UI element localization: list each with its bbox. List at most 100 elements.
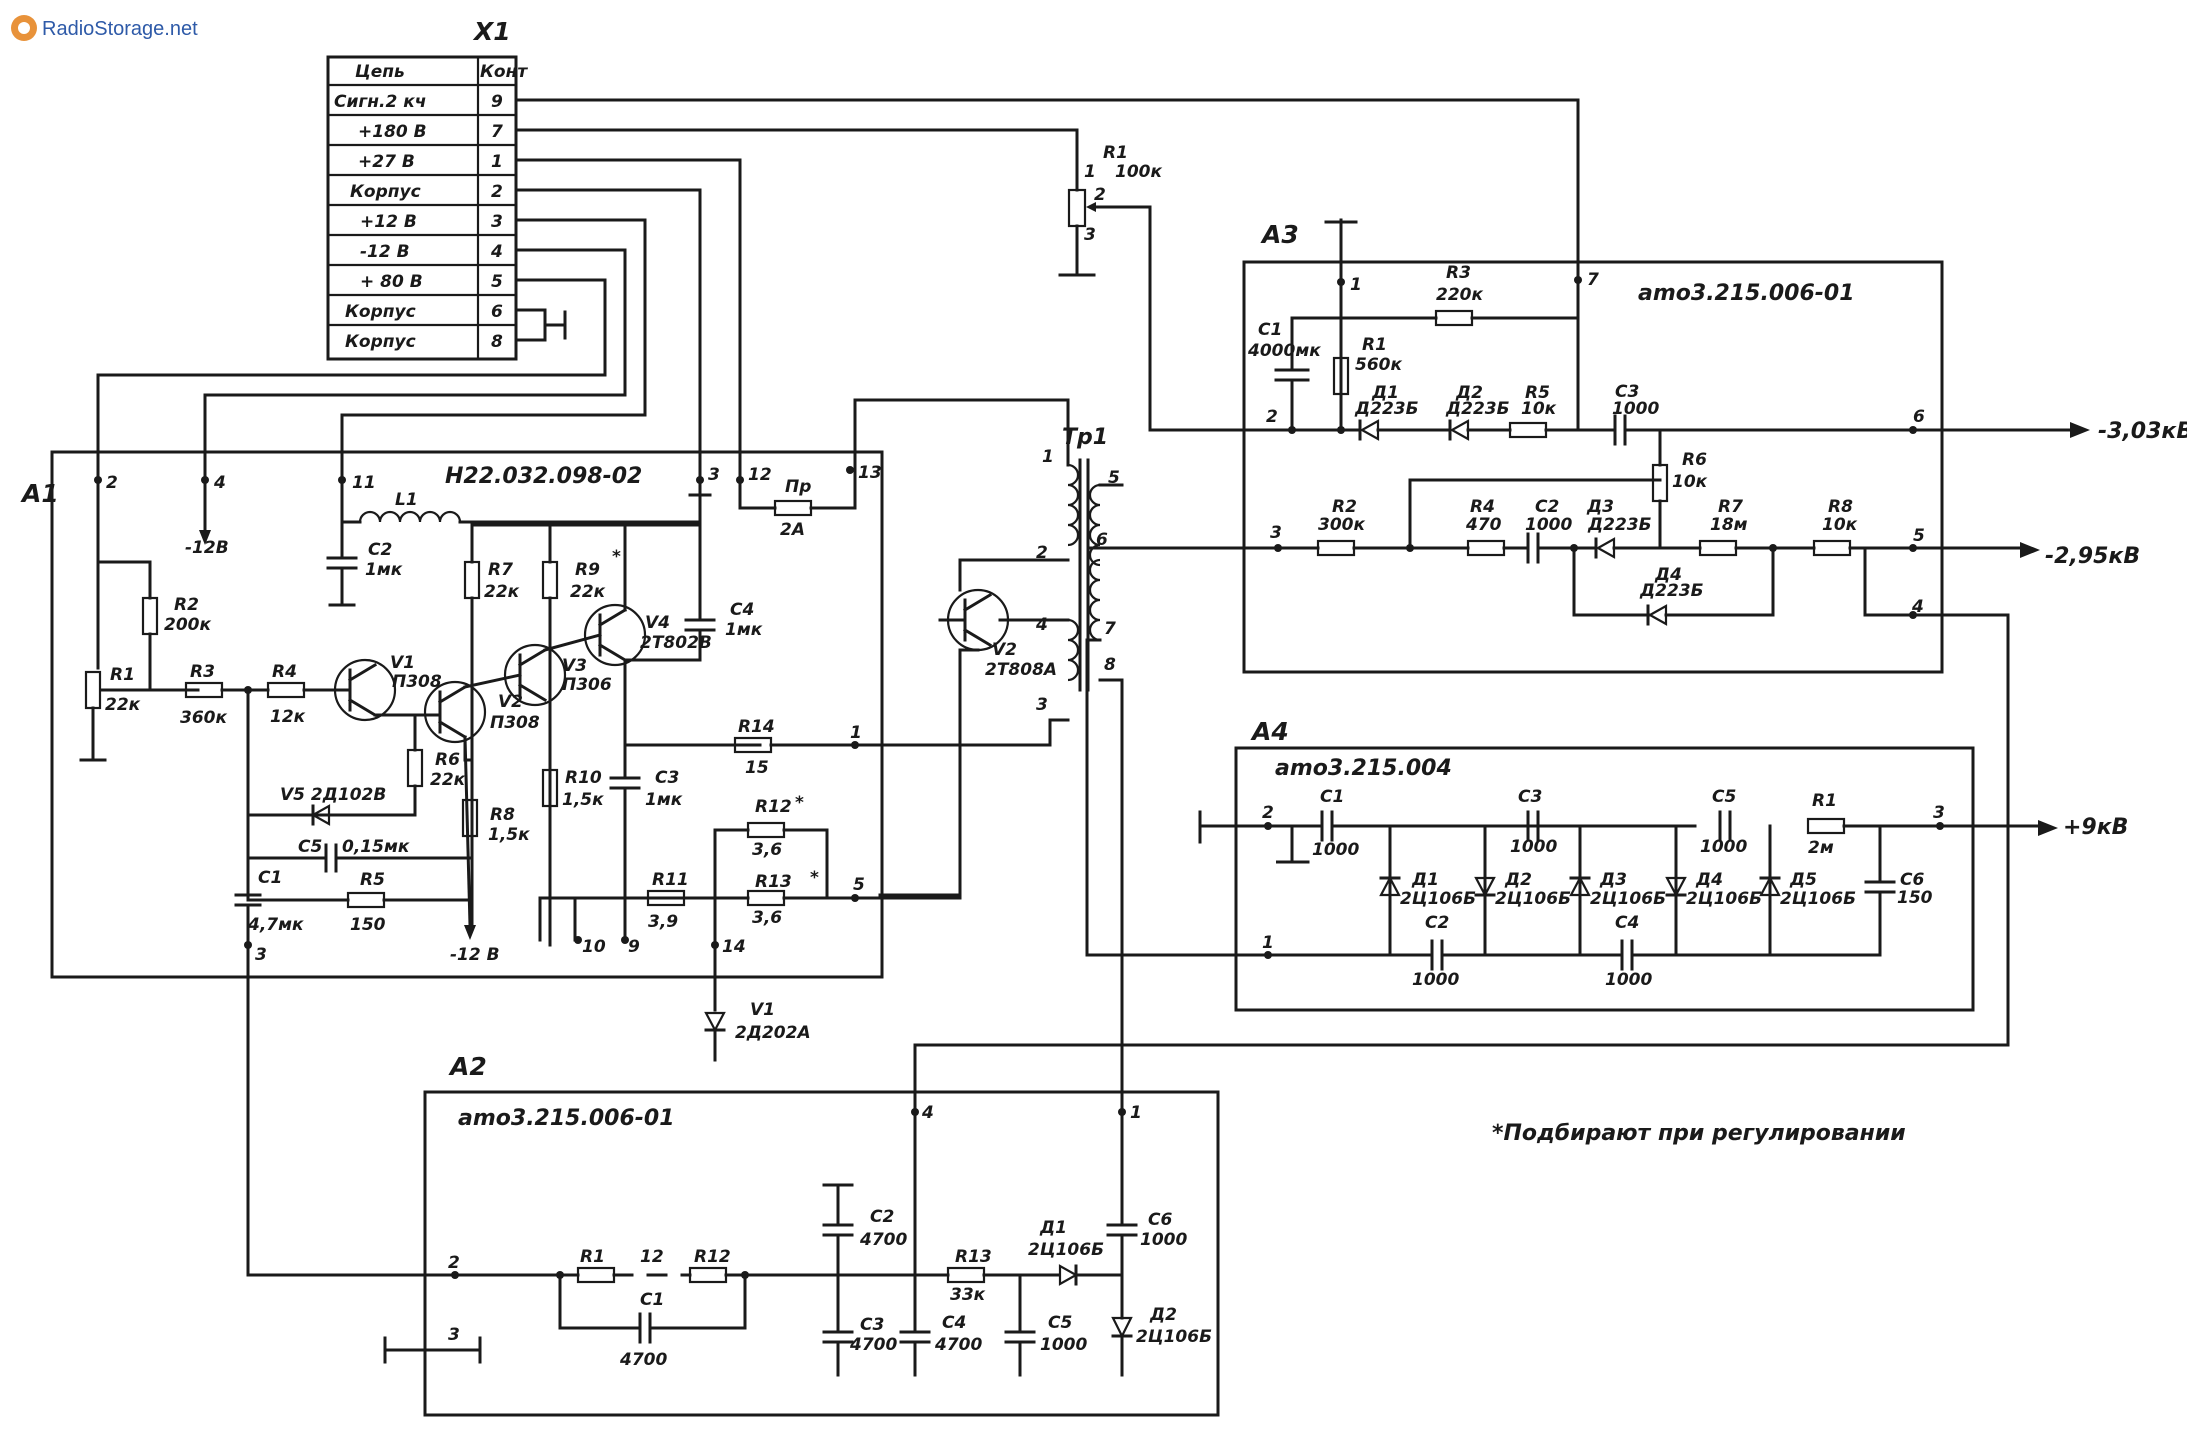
label: 1000 <box>1700 837 1747 857</box>
label: 4700 <box>859 1230 907 1250</box>
label: C1 <box>1258 320 1282 340</box>
x1-header-pin: Конт <box>480 62 528 82</box>
label: R6 <box>435 750 460 770</box>
label: R1 <box>1362 335 1387 355</box>
label: V3 <box>562 656 587 676</box>
pin-label: 1 <box>1042 447 1054 467</box>
pin-label: 2 <box>106 473 118 493</box>
asterisk: * <box>810 868 819 888</box>
label: C5 <box>1048 1313 1072 1333</box>
label: Д223Б <box>1354 399 1419 419</box>
label: R1 <box>110 665 135 685</box>
label: Д5 <box>1789 870 1817 890</box>
label: 2Т802В <box>640 633 712 653</box>
pin-label: 2 <box>1036 543 1048 563</box>
a1-frame <box>50 450 884 979</box>
label: R7 <box>1718 497 1743 517</box>
resistor-r6 <box>406 748 424 788</box>
label: C1 <box>640 1290 664 1310</box>
transistor-v2-ext: V2 2Т808А <box>878 588 1057 897</box>
label: 470 <box>1465 515 1502 535</box>
label: 33к <box>950 1285 986 1305</box>
x1-row-circuit: Корпус <box>350 182 421 202</box>
label: 2Ц106Б <box>1686 889 1762 909</box>
pin-label: 7 <box>1587 270 1599 290</box>
label: L1 <box>395 490 418 510</box>
label: 1мк <box>725 620 763 640</box>
resistor-r1 <box>1806 817 1846 835</box>
asterisk: * <box>612 547 621 567</box>
resistor-r8 <box>461 798 479 838</box>
resistor-r1 <box>576 1266 616 1284</box>
label: Д2 <box>1455 383 1483 403</box>
label: Д2 <box>1504 870 1532 890</box>
resistor-r2 <box>1316 539 1356 557</box>
label: 22к <box>570 582 606 602</box>
pin-label: 3 <box>1036 695 1048 715</box>
label: R1 <box>1103 143 1128 163</box>
fuse-pr <box>773 499 813 517</box>
transformer-tr1: Тр1 1 5 6 2 4 7 8 3 <box>853 398 1280 1112</box>
x1-row-pin: 9 <box>491 92 503 112</box>
label: 12к <box>270 707 306 727</box>
label: Д4 <box>1695 870 1723 890</box>
a4-ref: A4 <box>1250 717 1289 746</box>
neg12-label: -12В <box>185 538 229 558</box>
pin-label: 5 <box>1108 468 1120 488</box>
label: C6 <box>1148 1210 1172 1230</box>
watermark-text: RadioStorage.net <box>42 18 198 40</box>
label: R12 <box>755 797 792 817</box>
label: 4700 <box>849 1335 897 1355</box>
label: V1 <box>390 653 415 673</box>
pin-label: 7 <box>1104 619 1116 639</box>
label: C3 <box>1518 787 1542 807</box>
pin-label: 3 <box>255 945 267 965</box>
label: 1,5к <box>562 790 604 810</box>
label: 1000 <box>1510 837 1557 857</box>
label: 3 <box>1084 225 1096 245</box>
resistor-r10 <box>541 768 559 808</box>
label: Д223Б <box>1587 515 1652 535</box>
x1-row-pin: 1 <box>491 152 503 172</box>
label: 1000 <box>1140 1230 1187 1250</box>
label: 4000мк <box>1247 341 1321 361</box>
label: R2 <box>174 595 199 615</box>
pin-label: 12 <box>748 465 772 485</box>
resistor-r12 <box>746 821 786 839</box>
label: 2 <box>1094 185 1106 205</box>
x1-row-pin: 8 <box>491 332 503 352</box>
pin-label: 3 <box>448 1325 460 1345</box>
pin-label: 8 <box>1104 655 1116 675</box>
pin-label: 1 <box>850 723 862 743</box>
a2-title: аmо3.215.006-01 <box>458 1106 675 1131</box>
watermark: RadioStorage.net <box>11 15 198 41</box>
resistor-r1 <box>1332 356 1350 396</box>
label: 3,6 <box>752 840 782 860</box>
resistor-r7 <box>1698 539 1738 557</box>
label: R7 <box>488 560 513 580</box>
pin-label: 5 <box>853 875 865 895</box>
label: П306 <box>562 675 612 695</box>
pin-label: 5 <box>1913 526 1925 546</box>
resistor-r2 <box>141 596 159 636</box>
x1-row-pin: 2 <box>491 182 503 202</box>
label: C2 <box>870 1207 894 1227</box>
label: 2Ц106Б <box>1400 889 1476 909</box>
label: 22к <box>484 582 520 602</box>
x1-row-circuit: Корпус <box>345 302 416 322</box>
label: R9 <box>575 560 600 580</box>
x1-row-pin: 7 <box>491 122 503 142</box>
pin-label: 3 <box>1933 803 1945 823</box>
label: 2Ц106Б <box>1136 1327 1212 1347</box>
label: R2 <box>1332 497 1357 517</box>
label: 3,9 <box>648 912 678 932</box>
x1-table <box>326 55 518 361</box>
pin-label: 9 <box>628 937 640 957</box>
pin-label: 11 <box>352 473 376 493</box>
footnote: *Подбирают при регулировании <box>1492 1121 1906 1146</box>
label: 150 <box>1897 888 1933 908</box>
label: 10к <box>1521 399 1557 419</box>
pot-r1-ext: R1 100к 1 2 3 <box>1058 143 1272 432</box>
label: 22к <box>105 695 141 715</box>
label: 15 <box>745 758 769 778</box>
